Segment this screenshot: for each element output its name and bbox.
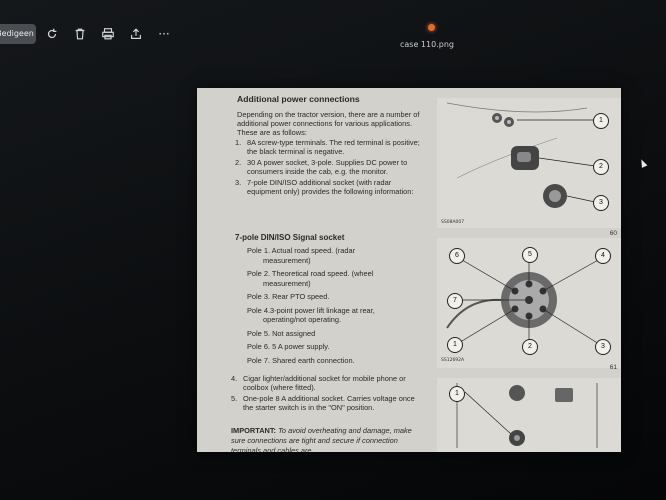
item-text: One-pole 8 A additional socket. Carries … (243, 394, 415, 412)
list-item: 4. Cigar lighter/additional socket for mo… (231, 374, 427, 392)
important-label: IMPORTANT: (231, 426, 277, 435)
signal-socket-illustration (446, 256, 601, 345)
callout-5: 5 (522, 247, 538, 263)
mouse-cursor-icon (638, 158, 648, 168)
connection-list: 1. 8A screw-type terminals. The red termi… (235, 138, 425, 198)
power-sockets-illustration (446, 102, 596, 208)
edit-button[interactable]: Bedigeen (0, 24, 36, 44)
item-text: 7-pole DIN/ISO additional socket (with r… (247, 178, 414, 196)
pole-text: Pole 3. Rear PTO speed. (247, 292, 330, 301)
subheading: 7-pole DIN/ISO Signal socket (235, 233, 345, 242)
pole-text: Pole 1. Actual road speed. (radar (247, 246, 356, 255)
connection-list-continued: 4. Cigar lighter/additional socket for mo… (231, 374, 427, 414)
lighter-socket-illustration (456, 383, 598, 448)
item-text: 8A screw-type terminals. The red termina… (247, 138, 420, 156)
pole-item: Pole 6. 5 A power supply. (247, 342, 427, 352)
pole-text-cont: measurement) (263, 278, 311, 288)
section-heading: Additional power connections (237, 94, 360, 104)
callout-3: 3 (593, 195, 609, 211)
callout-1: 1 (449, 386, 465, 402)
item-text: Cigar lighter/additional socket for mobi… (243, 374, 406, 392)
callout-4: 4 (595, 248, 611, 264)
pole-item: Pole 7. Shared earth connection. (247, 356, 427, 366)
figure-code: SS12692A (441, 358, 465, 363)
callout-2: 2 (593, 159, 609, 175)
figure-power-sockets: 1 2 3 SS08A007 60 (437, 98, 621, 237)
pole-text-cont: operating/not operating. (263, 315, 342, 324)
item-number: 1. (235, 138, 242, 147)
callout-1: 1 (447, 337, 463, 353)
viewer-toolbar: Bedigeen ··· (0, 18, 666, 50)
pole-item: Pole 4.3-point power lift linkage at rea… (247, 306, 427, 325)
item-number: 5. (231, 394, 238, 403)
pole-text: Pole 5. Not assigned (247, 328, 316, 338)
item-number: 3. (235, 178, 242, 187)
status-light-icon (428, 24, 435, 31)
delete-icon[interactable] (70, 24, 90, 44)
pole-item: Pole 5. Not assigned (247, 329, 427, 339)
print-icon[interactable] (98, 24, 118, 44)
callout-3: 3 (595, 339, 611, 355)
item-text: 30 A power socket, 3-pole. Supplies DC p… (247, 158, 408, 176)
pole-text: Pole 6. 5 A power supply. (247, 342, 330, 351)
callout-7: 7 (447, 293, 463, 309)
pole-text: Pole 2. Theoretical road speed. (wheel (247, 269, 374, 278)
figure-code: SS08A007 (441, 220, 465, 225)
item-number: 4. (231, 374, 238, 383)
more-icon[interactable]: ··· (158, 27, 170, 41)
figure-signal-socket: 6 5 4 7 1 2 3 SS12692A 61 (437, 238, 621, 371)
figure-lighter-socket: 1 (437, 378, 621, 452)
list-item: 2. 30 A power socket, 3-pole. Supplies DC… (235, 158, 425, 176)
rotate-icon[interactable] (42, 24, 62, 44)
pole-item: Pole 3. Rear PTO speed. (247, 292, 427, 302)
file-title: case 110.png (400, 40, 454, 49)
important-text: To avoid overheating and damage, make su… (231, 426, 412, 452)
figure-number: 61 (609, 364, 617, 371)
figure-number: 60 (609, 230, 617, 237)
callout-1: 1 (593, 113, 609, 129)
item-number: 2. (235, 158, 242, 167)
pole-text-cont: measurement) (263, 255, 311, 265)
pole-text: Pole 4.3-point power lift linkage at rea… (247, 305, 375, 315)
intro-paragraph: Depending on the tractor version, there … (237, 110, 420, 137)
pole-text: Pole 7. Shared earth connection. (247, 355, 355, 365)
manual-page: Additional power connections Depending o… (197, 88, 621, 452)
list-item: 3. 7-pole DIN/ISO additional socket (with… (235, 178, 425, 196)
important-note: IMPORTANT: To avoid overheating and dama… (231, 426, 421, 452)
text-column: Additional power connections Depending o… (197, 88, 437, 452)
callout-6: 6 (449, 248, 465, 264)
list-item: 5. One-pole 8 A additional socket. Carrie… (231, 394, 427, 412)
list-item: 1. 8A screw-type terminals. The red termi… (235, 138, 425, 156)
callout-2: 2 (522, 339, 538, 355)
share-icon[interactable] (126, 24, 146, 44)
